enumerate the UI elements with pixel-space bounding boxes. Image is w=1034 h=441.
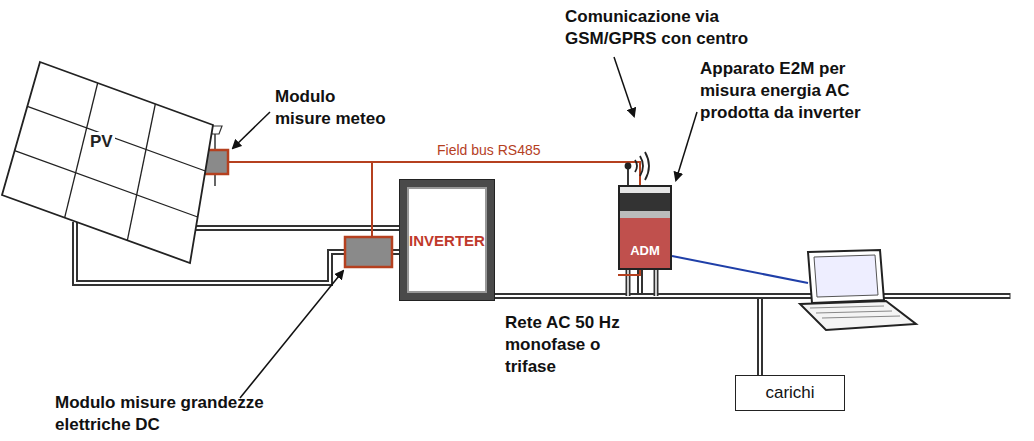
ac-grid-note: Rete AC 50 Hz monofase o trifase <box>505 312 645 378</box>
dc-module-note: Modulo misure grandezze elettriche DC <box>55 392 295 436</box>
pv-panel: PV <box>0 60 215 265</box>
dc-measure-module <box>345 237 392 267</box>
gsm-antenna <box>626 152 650 185</box>
pv-outline <box>0 60 215 265</box>
cable-connector <box>494 270 640 296</box>
meteo-note: Modulo misure meteo <box>275 86 393 130</box>
node-text: carichi <box>765 383 814 403</box>
dc-cable <box>196 228 400 229</box>
bus-label: Field bus RS485 <box>435 139 543 161</box>
node-text: PV <box>88 132 115 152</box>
cable-inner <box>494 270 640 296</box>
pv-frame <box>2 62 213 263</box>
node-text: ADM <box>630 243 660 258</box>
leader-arrows <box>233 57 697 398</box>
e2m-note: Apparato E2M per misura energia AC prodo… <box>700 58 900 124</box>
node-text: INVERTER <box>409 232 485 249</box>
pv-cell-line <box>27 106 205 171</box>
gsm-note: Comunicazione via GSM/GPRS con centro <box>565 6 780 50</box>
cable-outer <box>494 270 640 296</box>
adm-wires <box>628 270 656 296</box>
loads-box: carichi <box>735 375 845 411</box>
adm-device: ADM <box>618 185 672 270</box>
laptop <box>672 250 916 330</box>
pv-cell-line <box>127 104 155 240</box>
pv-cell-line <box>15 151 198 217</box>
inverter-box: INVERTER <box>400 180 494 300</box>
